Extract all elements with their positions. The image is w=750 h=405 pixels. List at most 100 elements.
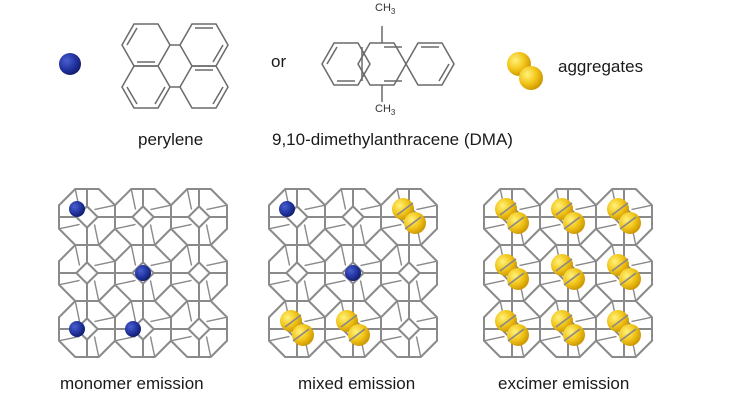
perylene-structure <box>121 23 229 109</box>
aggregate-sphere <box>348 324 370 346</box>
cage-strut <box>186 188 193 210</box>
cage-strut <box>58 279 80 286</box>
framework-lattice <box>58 188 228 358</box>
cage-strut <box>130 188 137 210</box>
methyl-text: CH <box>375 103 391 115</box>
cage-strut <box>114 279 136 286</box>
aggregate-dimer <box>392 198 426 234</box>
cage-bond-overlay <box>555 314 573 328</box>
cage-octagon <box>268 300 326 358</box>
cage-strut <box>575 204 597 211</box>
aggregate-dimer <box>495 254 529 290</box>
cage-strut <box>340 244 347 266</box>
cage-strut <box>595 279 617 286</box>
cage-strut <box>575 316 597 323</box>
cage-strut <box>415 280 422 302</box>
cage-square <box>131 205 155 229</box>
aggregate-sphere <box>507 324 529 346</box>
cage-strut <box>206 204 228 211</box>
cage-strut <box>380 279 402 286</box>
cage-strut <box>205 224 212 246</box>
cage-bond-overlay <box>619 216 637 230</box>
aggregate-sphere <box>563 268 585 290</box>
monomer-sphere <box>69 201 85 217</box>
cage-strut <box>483 223 505 230</box>
cage-strut <box>284 244 291 266</box>
cage-strut <box>186 244 193 266</box>
cage-bond-overlay <box>499 202 517 216</box>
cage-strut <box>58 335 80 342</box>
methyl-text: CH <box>375 2 391 14</box>
cage-bond-overlay <box>348 328 366 342</box>
cage-strut <box>416 204 438 211</box>
cage-strut <box>359 280 366 302</box>
cage-strut <box>324 279 346 286</box>
cage-strut <box>170 223 192 230</box>
cage-strut <box>74 244 81 266</box>
cage-strut <box>94 204 116 211</box>
monomer-sphere <box>135 265 151 281</box>
cage-bond-overlay <box>563 216 581 230</box>
caption-monomer-emission: monomer emission <box>60 374 204 393</box>
cage-octagon <box>483 300 541 358</box>
cage-bond-overlay <box>555 258 573 272</box>
cage-bond-overlay <box>563 272 581 286</box>
cage-strut <box>58 223 80 230</box>
cage-strut <box>360 260 382 267</box>
cage-strut <box>519 204 541 211</box>
aggregate-dimer <box>280 310 314 346</box>
aggregate-dimer <box>551 254 585 290</box>
cage-strut <box>595 223 617 230</box>
cage-strut <box>93 224 100 246</box>
cage-strut <box>94 316 116 323</box>
cage-strut <box>415 336 422 358</box>
cage-square <box>75 261 99 285</box>
monomer-sphere <box>345 265 361 281</box>
cage-strut <box>324 335 346 342</box>
cage-strut <box>268 223 290 230</box>
aggregates-label: aggregates <box>558 57 644 76</box>
cage-strut <box>324 223 346 230</box>
cage-bond-overlay <box>499 258 517 272</box>
aggregate-dimer <box>551 198 585 234</box>
aggregate-sphere <box>404 212 426 234</box>
cage-strut <box>539 279 561 286</box>
cage-strut <box>396 300 403 322</box>
cage-strut <box>416 260 438 267</box>
cage-bond-overlay <box>499 314 517 328</box>
cage-bond-overlay <box>619 328 637 342</box>
cage-bond-overlay <box>619 272 637 286</box>
cage-strut <box>93 280 100 302</box>
cage-strut <box>130 300 137 322</box>
caption-excimer-emission: excimer emission <box>498 374 630 393</box>
monomer-sphere-icon <box>59 53 81 75</box>
methyl-subscript: 3 <box>390 7 396 17</box>
aggregate-sphere <box>619 212 641 234</box>
cage-strut <box>149 280 156 302</box>
cage-strut <box>205 280 212 302</box>
methyl-bottom-label: CH3 <box>375 103 395 117</box>
cage-octagon <box>595 300 653 358</box>
aggregate-sphere <box>292 324 314 346</box>
cage-strut <box>150 204 172 211</box>
aggregate-sphere <box>563 324 585 346</box>
cage-strut <box>94 260 116 267</box>
cage-bond-overlay <box>396 202 414 216</box>
cage-strut <box>631 204 653 211</box>
cage-bond-overlay <box>292 328 310 342</box>
cage-strut <box>575 260 597 267</box>
aggregate-sphere <box>619 268 641 290</box>
aggregate-sphere <box>563 212 585 234</box>
aggregate-dimer <box>551 310 585 346</box>
cage-bond-overlay <box>340 314 358 328</box>
cage-strut <box>303 224 310 246</box>
cage-strut <box>149 224 156 246</box>
cage-strut <box>631 260 653 267</box>
cage-bond-overlay <box>611 202 629 216</box>
cage-strut <box>360 316 382 323</box>
cage-strut <box>206 260 228 267</box>
monomer-sphere <box>279 201 295 217</box>
aggregate-dimer <box>495 198 529 234</box>
dma-structure <box>321 26 455 102</box>
cage-strut <box>150 260 172 267</box>
